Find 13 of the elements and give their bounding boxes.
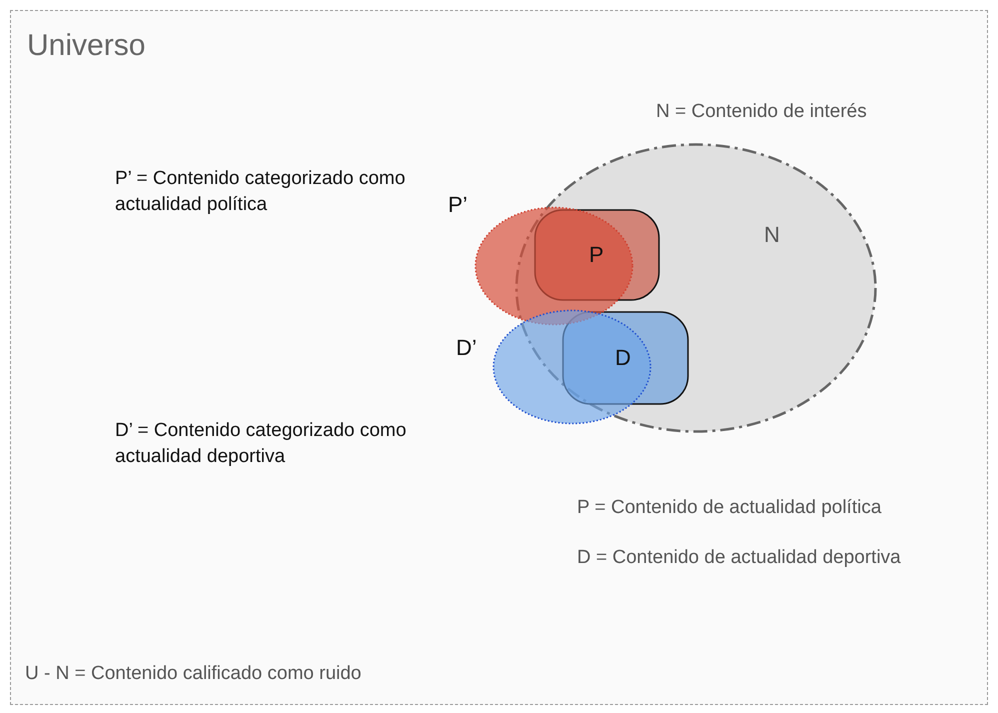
- set-label: P: [589, 242, 604, 268]
- definition-text: P’ = Contenido categorizado como actualidad política: [115, 167, 406, 217]
- universe-frame: [10, 10, 988, 705]
- definition-text: N = Contenido de interés: [656, 100, 868, 124]
- set-label: N: [764, 222, 780, 248]
- set-label: D: [615, 345, 631, 371]
- definition-text: U - N = Contenido calificado como ruido: [25, 662, 362, 686]
- set-label: P’: [448, 192, 468, 218]
- set-label: D’: [456, 335, 477, 361]
- definition-text: P = Contenido de actualidad política: [577, 496, 882, 520]
- definition-text: D’ = Contenido categorizado como actualidad deportiva: [115, 419, 408, 469]
- set-title: Universo: [27, 29, 146, 63]
- definition-text: D = Contenido de actualidad deportiva: [577, 546, 902, 570]
